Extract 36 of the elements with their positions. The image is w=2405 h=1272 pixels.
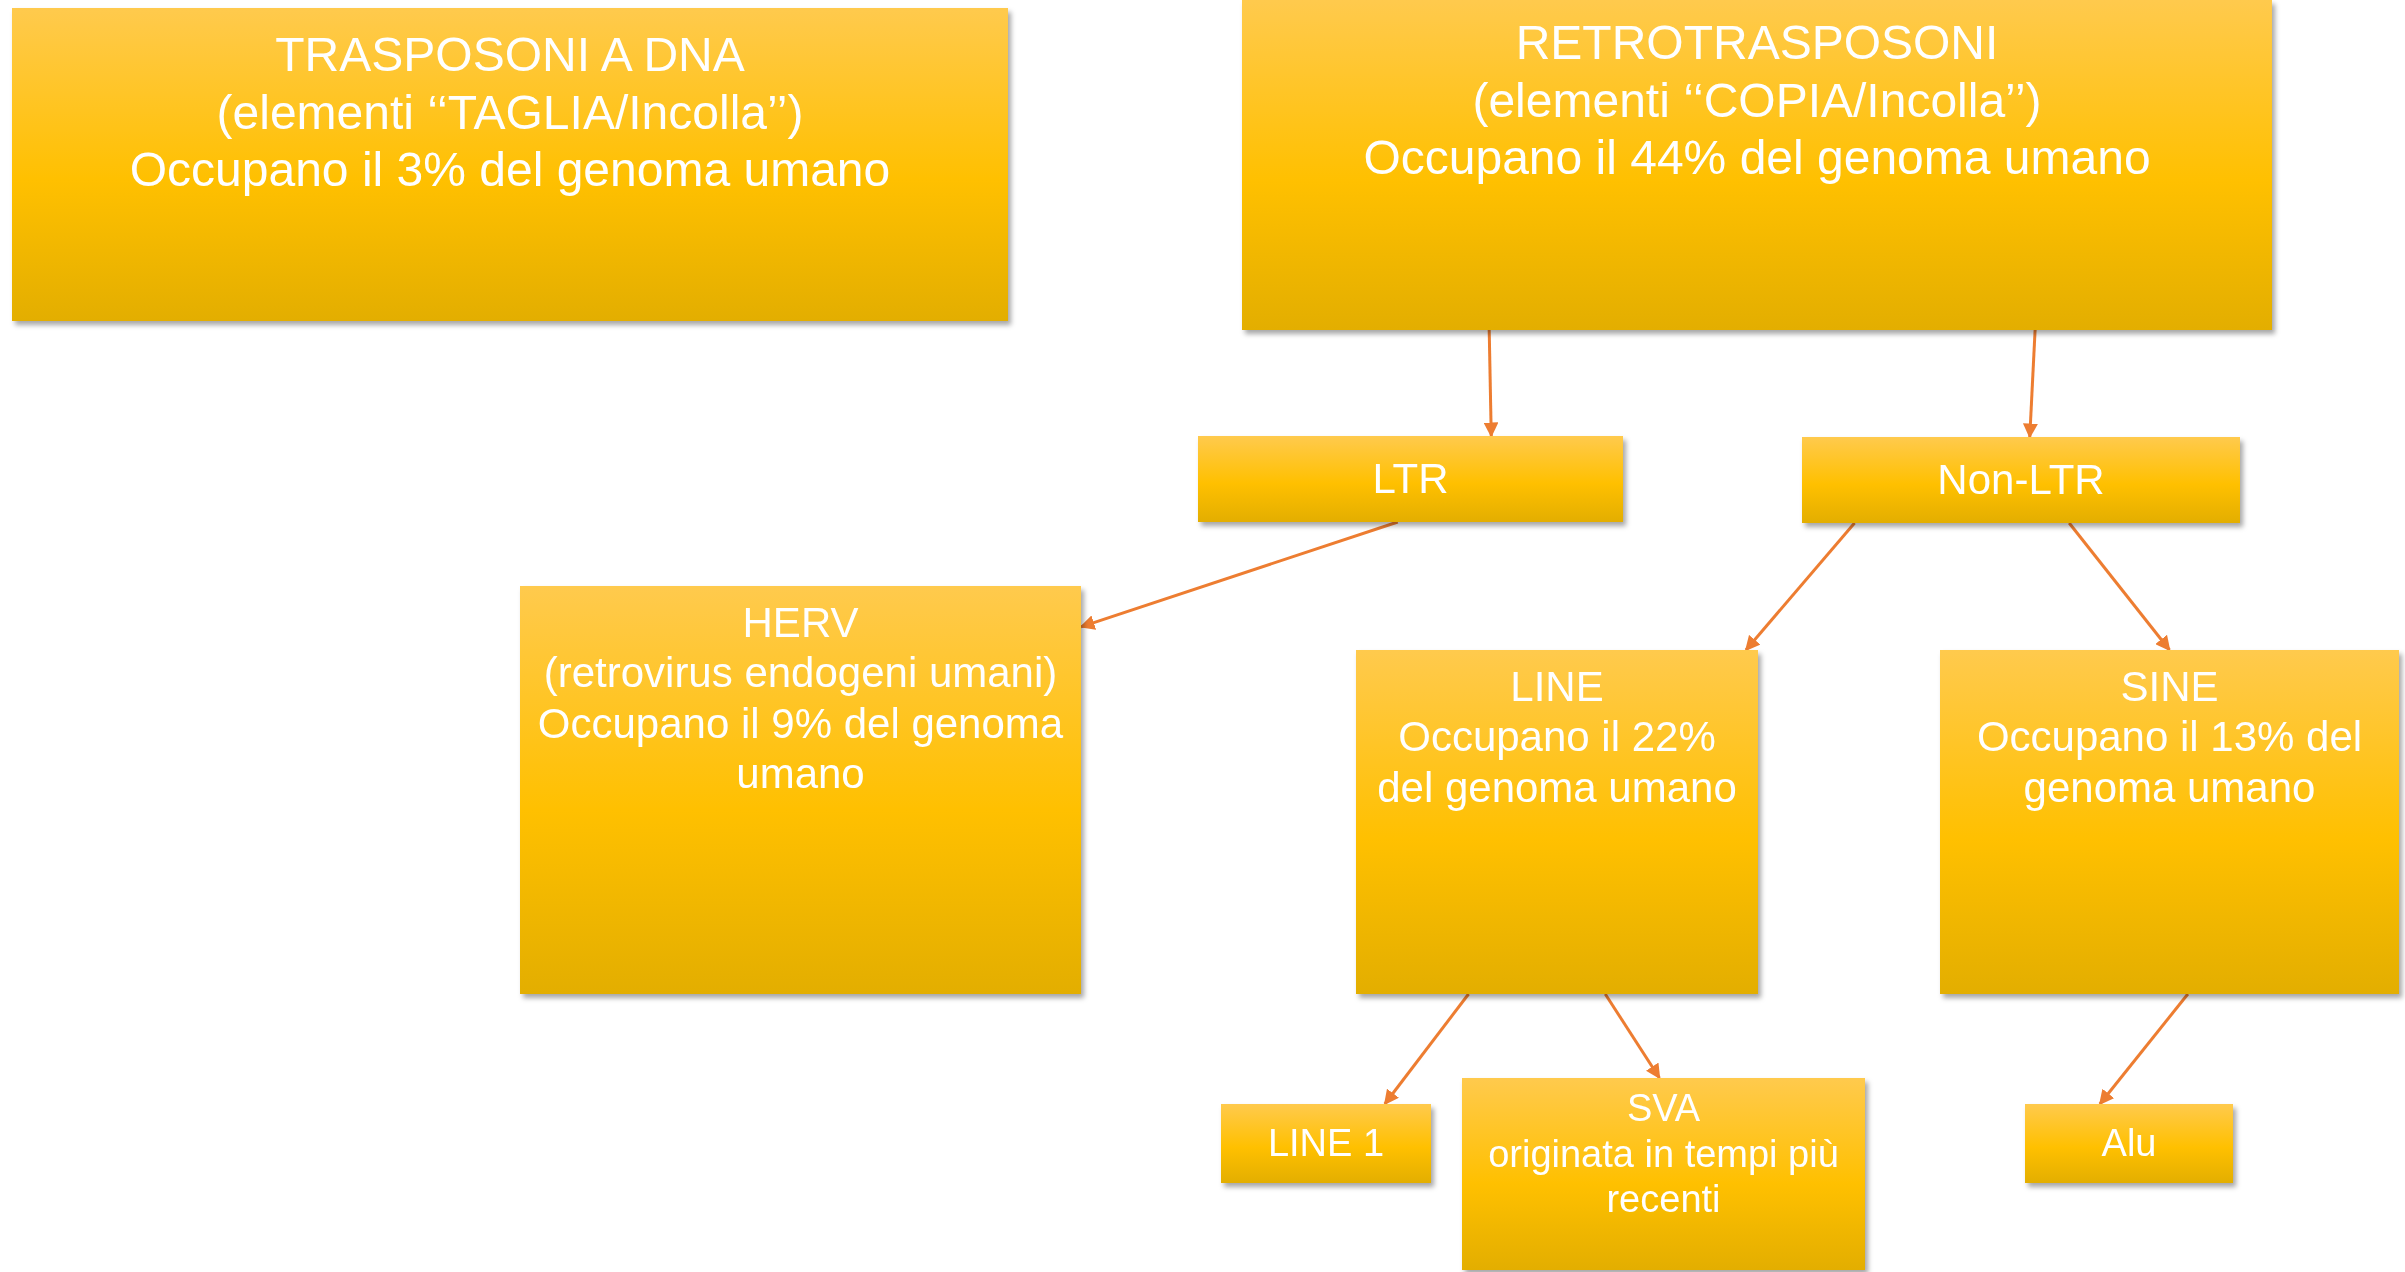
box-text: (elementi ‘‘TAGLIA/Incolla’’) (216, 84, 804, 141)
box-text: LTR (1372, 453, 1449, 504)
arrow (1604, 993, 1661, 1080)
process-box (520, 586, 1081, 994)
box-text: (elementi ‘‘COPIA/Incolla’’) (1472, 72, 2042, 129)
process-box (1356, 650, 1758, 994)
arrow (1483, 329, 1499, 438)
box-text: (retrovirus endogeni umani) (543, 648, 1058, 699)
box-text: SVA (1626, 1086, 1701, 1131)
box-text: Non-LTR (1937, 454, 2105, 505)
arrow (2098, 993, 2190, 1106)
process-box (1802, 437, 2240, 523)
arrow (1383, 993, 1470, 1106)
process-box (1940, 650, 2399, 994)
process-box (1221, 1104, 1431, 1183)
box-text: TRASPOSONI A DNA (275, 27, 745, 83)
arrow (2022, 329, 2038, 439)
box-text: RETROTRASPOSONI (1515, 15, 1999, 71)
box-text: SINE (2120, 662, 2219, 712)
process-box (1198, 436, 1623, 522)
process-box (1242, 0, 2272, 330)
arrow (1744, 522, 1856, 652)
box-text: LINE (1510, 662, 1604, 712)
box-text: HERV (742, 598, 859, 648)
arrow (2068, 522, 2171, 652)
box-text: Occupano il 3% del genoma umano (129, 142, 891, 199)
box-text: Alu (2101, 1120, 2157, 1166)
box-text: LINE 1 (1267, 1120, 1385, 1166)
box-text: Occupano il 13% del genoma umano (1975, 712, 2364, 813)
process-box (12, 8, 1008, 321)
box-text: Occupano il 9% del genoma umano (536, 698, 1065, 800)
box-text: Occupano il 44% del genoma umano (1363, 130, 2151, 187)
box-text: originata in tempi più recenti (1487, 1131, 1840, 1223)
process-box (2025, 1104, 2233, 1183)
box-text: Occupano il 22% del genoma umano (1376, 712, 1738, 813)
process-box (1462, 1078, 1865, 1270)
